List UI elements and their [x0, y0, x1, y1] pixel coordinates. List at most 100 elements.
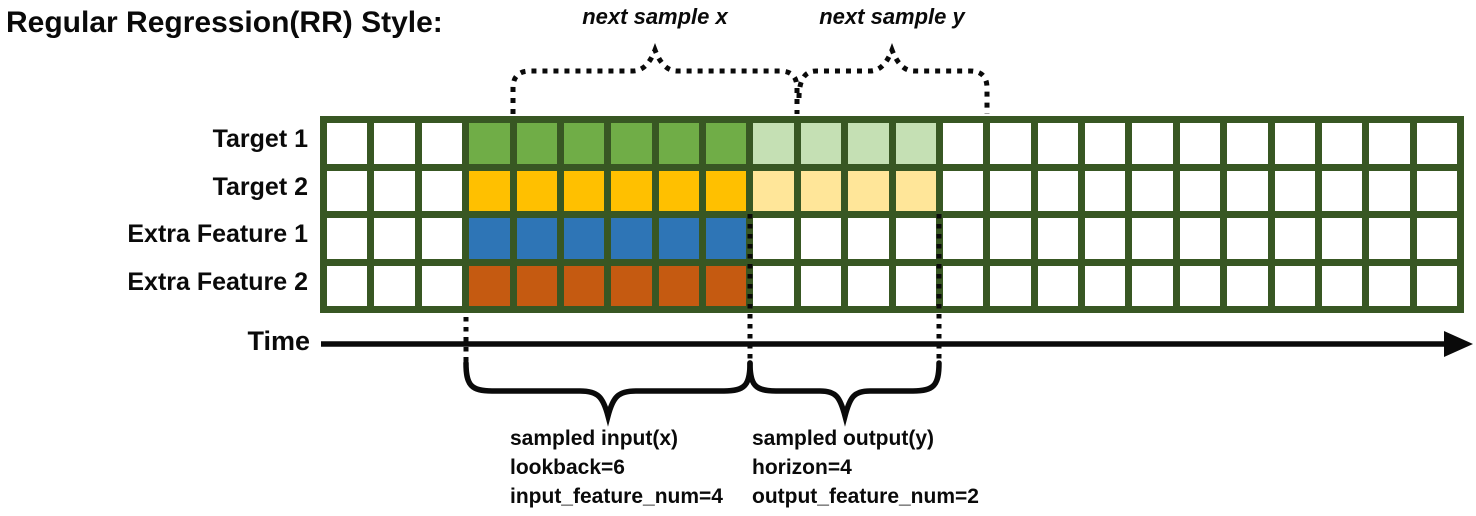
grid-cell [1179, 265, 1221, 306]
grid-cell [753, 170, 794, 211]
row-label-extra-feature-2: Extra Feature 2 [127, 268, 308, 296]
grid-cell [327, 170, 368, 211]
grid-cell [1321, 218, 1363, 259]
grid-cell [800, 123, 842, 164]
grid-cell [611, 123, 652, 164]
grid-cell [421, 170, 463, 211]
grid-cell [611, 265, 652, 306]
grid-cell [421, 123, 463, 164]
grid-cell [1132, 170, 1173, 211]
grid-cell [848, 123, 889, 164]
grid-cell [327, 265, 368, 306]
grid-cell [658, 123, 699, 164]
grid-cell [706, 123, 747, 164]
grid-cell [1369, 265, 1410, 306]
grid-cell [895, 218, 936, 259]
grid-cell [563, 170, 605, 211]
grid-cell [1037, 218, 1078, 259]
grid-cell [1274, 170, 1315, 211]
grid-cell [469, 123, 510, 164]
grid-cell [1132, 123, 1173, 164]
grid-cell [942, 170, 984, 211]
input-feature-num-line: input_feature_num=4 [510, 485, 723, 508]
grid-cell [1321, 265, 1363, 306]
grid-cell [516, 218, 557, 259]
grid-cell [848, 265, 889, 306]
sampled-output-caption: sampled output(y) horizon=4 output_featu… [752, 424, 979, 511]
grid-cell [990, 218, 1031, 259]
next-sample-y-brace [796, 42, 990, 114]
sampled-input-brace [463, 360, 753, 427]
grid-cell [1085, 265, 1126, 306]
grid-cell [990, 170, 1031, 211]
grid-cell [1132, 265, 1173, 306]
grid-cell [800, 218, 842, 259]
grid-cell [658, 218, 699, 259]
diagram-title: Regular Regression(RR) Style: [6, 6, 443, 39]
grid-cell [374, 123, 415, 164]
grid-cell [1416, 218, 1457, 259]
grid-cell [374, 218, 415, 259]
grid-cell [1321, 123, 1363, 164]
grid-cell [611, 218, 652, 259]
grid-cell [1416, 265, 1457, 306]
grid-cell [800, 265, 842, 306]
grid-cell [1085, 218, 1126, 259]
grid-cell [1416, 123, 1457, 164]
grid-cell [1085, 123, 1126, 164]
grid-cell [1369, 218, 1410, 259]
grid-cell [1227, 123, 1268, 164]
grid-cell [1274, 265, 1315, 306]
grid-cell [753, 265, 794, 306]
grid-cell [469, 265, 510, 306]
grid-cell [1227, 218, 1268, 259]
grid-cell [1227, 265, 1268, 306]
grid-cell [848, 218, 889, 259]
grid-cell [469, 218, 510, 259]
grid-cell [990, 265, 1031, 306]
grid-cell [516, 123, 557, 164]
grid-cell [942, 265, 984, 306]
next-sample-x-brace [510, 42, 800, 114]
sampled-output-brace [747, 360, 942, 427]
sampled-input-line: sampled input(x) [510, 427, 679, 450]
time-axis-label: Time [247, 326, 310, 356]
grid-cell [327, 123, 368, 164]
row-label-target-2: Target 2 [212, 173, 308, 201]
grid-cell [563, 123, 605, 164]
grid-cell [895, 170, 936, 211]
grid-cell [1321, 170, 1363, 211]
grid-cell [1132, 218, 1173, 259]
grid-cell [516, 265, 557, 306]
grid-cell [1369, 170, 1410, 211]
sampled-output-line: sampled output(y) [752, 427, 934, 450]
grid-cell [563, 218, 605, 259]
grid-cell [1085, 170, 1126, 211]
grid-cell [327, 218, 368, 259]
grid-cell [706, 218, 747, 259]
grid-cell [848, 170, 889, 211]
row-label-extra-feature-1: Extra Feature 1 [127, 220, 308, 248]
grid-cell [1179, 218, 1221, 259]
grid-cell [1037, 265, 1078, 306]
grid-cell [1179, 123, 1221, 164]
grid-cell [753, 218, 794, 259]
grid-cell [706, 170, 747, 211]
grid-cell [1274, 218, 1315, 259]
time-axis-arrowhead-icon [1444, 331, 1473, 357]
grid-cell [421, 265, 463, 306]
output-feature-num-line: output_feature_num=2 [752, 485, 979, 508]
grid-cell [1227, 170, 1268, 211]
horizon-line: horizon=4 [752, 456, 852, 479]
timeline-grid [320, 116, 1464, 313]
grid-cell [1369, 123, 1410, 164]
sampled-input-caption: sampled input(x) lookback=6 input_featur… [510, 424, 723, 511]
grid-cell [1037, 170, 1078, 211]
grid-cell [563, 265, 605, 306]
next-sample-y-label: next sample y [819, 4, 965, 29]
grid-cell [421, 218, 463, 259]
grid-cell [1037, 123, 1078, 164]
grid-cell [374, 170, 415, 211]
